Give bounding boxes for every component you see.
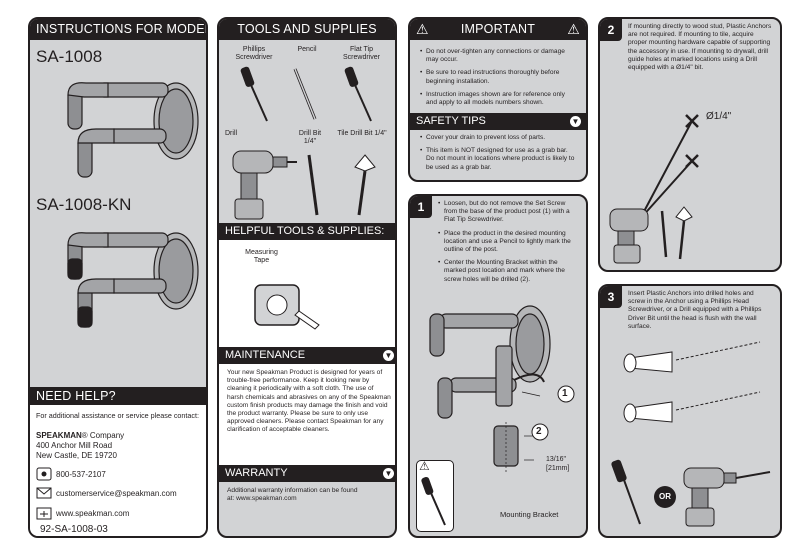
- email-address[interactable]: customerservice@speakman.com: [56, 488, 177, 498]
- brand-suffix: ® Company: [81, 431, 125, 440]
- step3-panel: 3 Insert Plastic Anchors into drilled ho…: [598, 284, 782, 538]
- callout-1: 1: [562, 388, 568, 399]
- maintenance-text: Your new Speakman Product is designed fo…: [227, 369, 391, 434]
- help-header: NEED HELP?: [30, 387, 206, 405]
- tool-label-phillips: Phillips Screwdriver: [235, 46, 273, 61]
- model-sa-1008-kn: SA-1008-KN: [36, 195, 132, 214]
- callout-circle-2: [531, 423, 549, 441]
- maintenance-section: MAINTENANCE ▼ Your new Speakman Product …: [219, 347, 395, 465]
- step2-panel: 2 If mounting directly to wood stud, Pla…: [598, 17, 782, 272]
- important-item: Do not over-tighten any connections or d…: [420, 48, 576, 64]
- step1-number: 1: [410, 196, 432, 218]
- safety-header: SAFETY TIPS ▼: [410, 113, 586, 130]
- chevron-down-icon: ▼: [383, 350, 394, 361]
- doc-number: 92-SA-1008-03: [40, 524, 108, 535]
- warning-icon: ⚠: [416, 21, 429, 37]
- web-icon: [36, 507, 52, 520]
- models-panel: INSTRUCTIONS FOR MODELS SA-1008 SA-1008-…: [28, 17, 208, 538]
- phone-icon: [36, 467, 52, 481]
- tool-label-tile-drill-bit: Tile Drill Bit 1/4": [337, 130, 387, 137]
- step2-diagram: [609, 114, 699, 264]
- safety-item: This item is NOT designed for use as a g…: [420, 147, 576, 172]
- bracket-label: Mounting Bracket: [500, 510, 559, 519]
- step1-item: Loosen, but do not remove the Set Screw …: [438, 200, 578, 225]
- callout-circle-1: [557, 385, 575, 403]
- help-section: NEED HELP? For additional assistance or …: [30, 387, 206, 536]
- email-line: customerservice@speakman.com: [36, 487, 177, 499]
- warning-icon: ⚠: [567, 21, 580, 37]
- phillips-screwdriver-icon: [240, 66, 268, 122]
- towel-hook-image: [67, 82, 199, 178]
- step1-inset: ⚠: [416, 459, 454, 532]
- model-sa-1008: SA-1008: [36, 47, 103, 66]
- important-panel: ⚠ IMPORTANT ⚠ Do not over-tighten any co…: [408, 17, 588, 182]
- flat-tip-screwdriver-icon: [421, 476, 446, 526]
- tool-label-pencil: Pencil: [297, 46, 317, 53]
- maintenance-title: MAINTENANCE: [225, 349, 306, 361]
- step3-number: 3: [600, 286, 622, 308]
- drill-icon: [683, 467, 771, 527]
- or-badge: OR: [654, 486, 676, 508]
- measuring-tape-icon: [254, 284, 320, 330]
- chevron-down-icon: ▼: [383, 468, 394, 479]
- tool-label-flat-tip: Flat Tip Screwdriver: [343, 46, 380, 61]
- step3-text: Insert Plastic Anchors into drilled hole…: [628, 290, 762, 330]
- email-icon: [36, 487, 52, 499]
- warranty-text: Additional warranty information can be f…: [227, 487, 358, 503]
- step1-item: Center the Mounting Bracket within the m…: [438, 259, 578, 284]
- helpful-section: HELPFUL TOOLS & SUPPLIES: Measuring Tape: [219, 223, 395, 349]
- address-line-1: 400 Anchor Mill Road: [36, 441, 113, 450]
- phone-line: 800-537-2107: [36, 467, 106, 481]
- measuring-tape-label: Measuring Tape: [245, 249, 278, 264]
- step2-text: If mounting directly to wood stud, Plast…: [628, 23, 772, 72]
- safety-list: Cover your drain to prevent loss of part…: [410, 134, 586, 177]
- maintenance-header: MAINTENANCE ▼: [219, 347, 395, 364]
- towel-hook-kn-image: [67, 232, 199, 328]
- phone-number[interactable]: 800-537-2107: [56, 469, 106, 479]
- dimension-inches: 13/16": [546, 456, 567, 463]
- phillips-screwdriver-icon: [611, 459, 641, 525]
- tools-header: TOOLS AND SUPPLIES: [219, 19, 395, 40]
- warranty-header: WARRANTY ▼: [219, 465, 395, 482]
- brand-name: SPEAKMAN: [36, 431, 82, 440]
- safety-item: Cover your drain to prevent loss of part…: [420, 134, 576, 142]
- models-header: INSTRUCTIONS FOR MODELS: [30, 19, 206, 40]
- tool-label-drill: Drill: [225, 130, 238, 137]
- step1-panel: 1 Loosen, but do not remove the Set Scre…: [408, 194, 588, 538]
- dimension-mm: [21mm]: [546, 465, 570, 472]
- warning-icon: ⚠: [419, 459, 430, 473]
- step1-item: Place the product in the desired mountin…: [438, 230, 578, 255]
- important-list: Do not over-tighten any connections or d…: [410, 40, 586, 107]
- step1-list: Loosen, but do not remove the Set Screw …: [410, 196, 586, 284]
- address-line-2: New Castle, DE 19720: [36, 451, 117, 460]
- web-line: www.speakman.com: [36, 507, 129, 520]
- step1-diagram: [429, 305, 575, 472]
- hole-size-label: Ø1/4": [706, 111, 732, 122]
- chevron-down-icon: ▼: [570, 116, 581, 127]
- tools-panel: TOOLS AND SUPPLIES Phillips Screwdriver …: [217, 17, 397, 538]
- important-title: IMPORTANT: [460, 22, 536, 36]
- drill-icon: [232, 150, 297, 220]
- important-item: Be sure to read instructions thoroughly …: [420, 69, 576, 85]
- help-text: For additional assistance or service ple…: [36, 411, 199, 420]
- safety-title: SAFETY TIPS: [416, 115, 486, 127]
- flat-tip-screwdriver-icon: [344, 66, 372, 122]
- drill-bit-icon: [307, 154, 319, 216]
- step3-diagram: [623, 341, 761, 423]
- web-address[interactable]: www.speakman.com: [56, 509, 130, 518]
- callout-2: 2: [536, 426, 542, 437]
- warranty-title: WARRANTY: [225, 467, 288, 479]
- important-item: Instruction images shown are for referen…: [420, 91, 576, 107]
- tile-drill-bit-icon: [354, 154, 376, 216]
- helpful-header: HELPFUL TOOLS & SUPPLIES:: [219, 223, 395, 240]
- warranty-section: WARRANTY ▼ Additional warranty informati…: [219, 465, 395, 536]
- tool-label-drill-bit: Drill Bit 1/4": [298, 130, 322, 145]
- step2-number: 2: [600, 19, 622, 41]
- pencil-icon: [293, 68, 317, 120]
- brand-line: SPEAKMAN® Company: [36, 431, 124, 440]
- important-header: ⚠ IMPORTANT ⚠: [410, 19, 586, 40]
